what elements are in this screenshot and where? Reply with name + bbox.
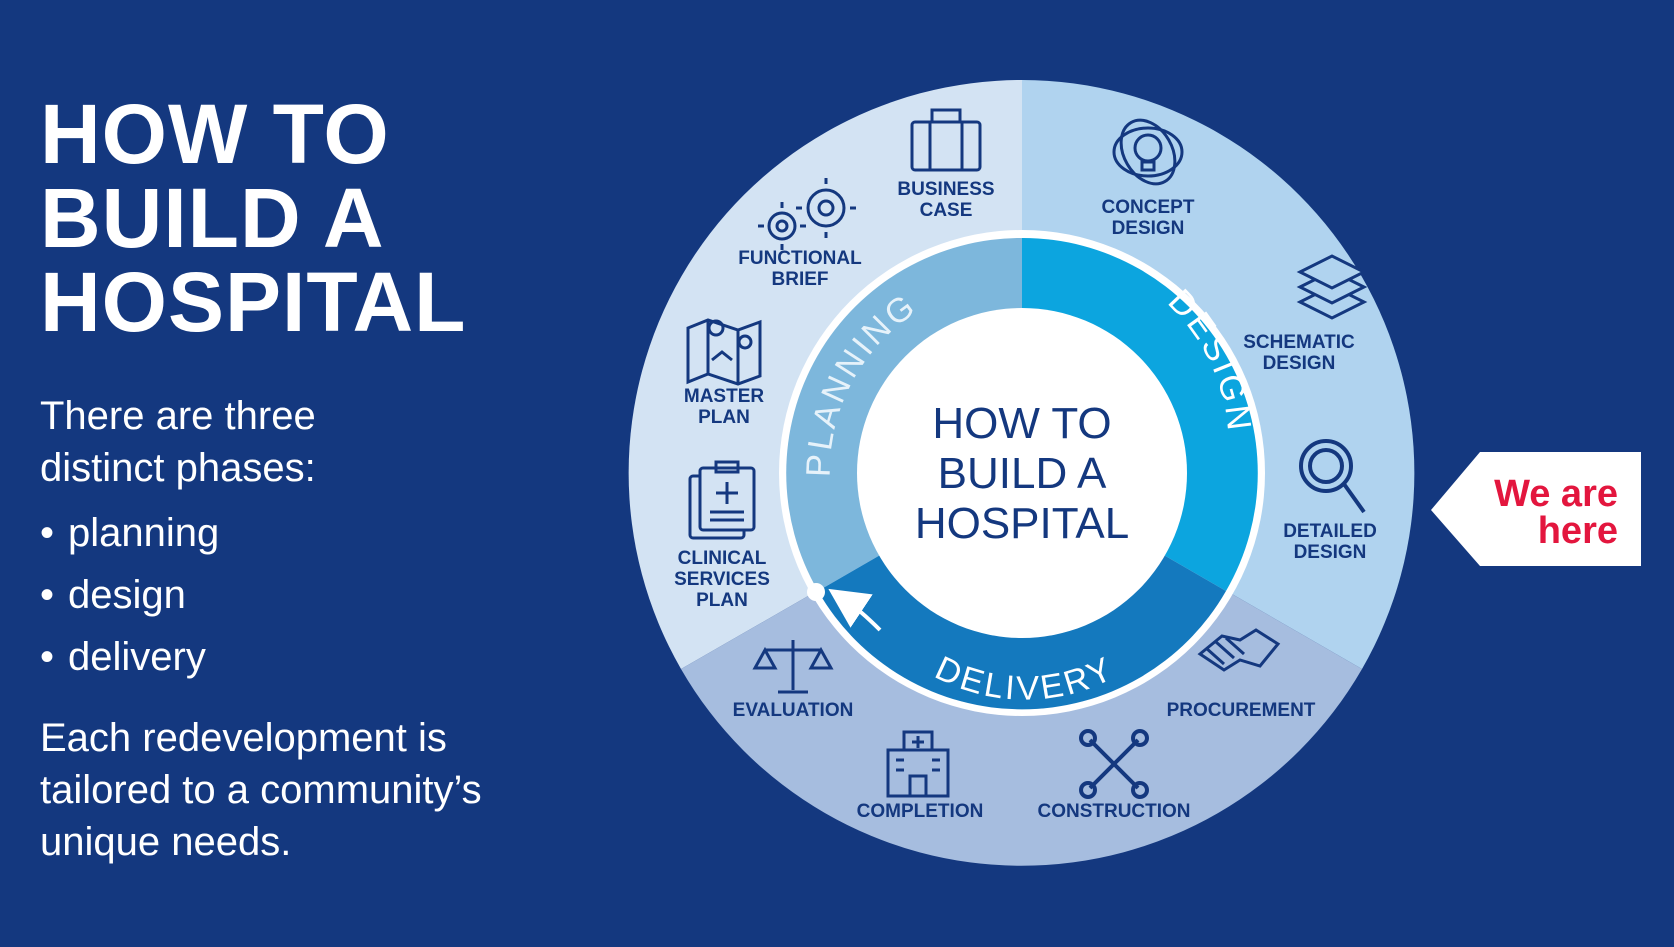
page-heading: HOW TO BUILD A HOSPITAL xyxy=(40,92,466,344)
cycle-start-dot xyxy=(807,583,825,601)
magnifier-icon xyxy=(1299,439,1366,514)
step-construction: CONSTRUCTION xyxy=(1037,801,1190,822)
we-are-here-marker: We are here xyxy=(1431,452,1641,566)
step-label-line: DESIGN xyxy=(1263,353,1336,374)
bullet-dot: • xyxy=(40,573,55,617)
hospital-icon xyxy=(886,730,950,798)
step-label-line: SERVICES xyxy=(674,569,770,590)
step-label-line: DETAILED xyxy=(1283,521,1377,542)
step-clinical-services-plan: CLINICAL SERVICES PLAN xyxy=(674,548,770,611)
intro-line: distinct phases: xyxy=(40,446,316,490)
scales-icon xyxy=(752,640,834,694)
tools-icon xyxy=(1079,729,1149,799)
step-label-line: PLAN xyxy=(698,407,750,428)
bullet-item-planning: • planning xyxy=(40,502,219,564)
intro-text: There are three distinct phases: xyxy=(40,390,316,494)
step-label-line: BRIEF xyxy=(772,269,829,290)
marker-line: We are xyxy=(1494,473,1618,515)
layers-icon xyxy=(1296,254,1368,320)
intro-line: There are three xyxy=(40,394,316,438)
step-procurement: PROCUREMENT xyxy=(1167,700,1316,721)
step-concept-design: CONCEPT DESIGN xyxy=(1102,197,1195,239)
step-label-line: DESIGN xyxy=(1112,218,1185,239)
step-functional-brief: FUNCTIONAL BRIEF xyxy=(738,248,862,290)
heading-line: HOSPITAL xyxy=(40,255,467,349)
step-label-line: FUNCTIONAL xyxy=(738,248,862,269)
bullet-dot: • xyxy=(40,635,55,679)
step-label-line: PROCUREMENT xyxy=(1167,700,1316,721)
step-schematic-design: SCHEMATIC DESIGN xyxy=(1243,332,1355,374)
step-label-line: CASE xyxy=(920,200,973,221)
center-circle xyxy=(857,308,1187,638)
center-label-line: BUILD A xyxy=(938,449,1107,498)
bullet-text: planning xyxy=(68,511,220,555)
step-label-line: CONCEPT xyxy=(1102,197,1195,218)
briefcase-icon xyxy=(910,108,982,172)
step-detailed-design: DETAILED DESIGN xyxy=(1283,521,1377,563)
step-label-line: PLAN xyxy=(696,590,748,611)
step-label-line: MASTER xyxy=(684,386,765,407)
step-label-line: DESIGN xyxy=(1294,542,1367,563)
lightbulb-icon xyxy=(1112,118,1184,186)
clipboard-icon xyxy=(688,460,756,540)
gears-icon xyxy=(758,178,856,250)
heading-line: HOW TO xyxy=(40,87,390,181)
outro-text: Each redevelopment is tailored to a comm… xyxy=(40,712,482,868)
center-label-line: HOSPITAL xyxy=(915,499,1129,548)
bullet-dot: • xyxy=(40,511,55,555)
handshake-icon xyxy=(1197,628,1281,672)
step-label-line: SCHEMATIC xyxy=(1243,332,1355,353)
cycle-arrow xyxy=(828,588,882,632)
heading-line: BUILD A xyxy=(40,171,385,265)
step-master-plan: MASTER PLAN xyxy=(684,386,765,428)
bullet-text: design xyxy=(68,573,186,617)
marker-flag-shape xyxy=(1431,452,1641,566)
step-label-line: CONSTRUCTION xyxy=(1037,801,1190,822)
step-label-line: EVALUATION xyxy=(733,700,854,721)
marker-line: here xyxy=(1538,510,1618,552)
outro-line: unique needs. xyxy=(40,820,292,864)
bullet-text: delivery xyxy=(68,635,206,679)
step-business-case: BUSINESS CASE xyxy=(897,179,994,221)
phase-bullet-list: • planning • design • delivery xyxy=(40,502,219,688)
step-label-line: COMPLETION xyxy=(857,801,984,822)
step-evaluation: EVALUATION xyxy=(733,700,854,721)
outro-line: tailored to a community’s xyxy=(40,768,482,812)
bullet-item-design: • design xyxy=(40,564,219,626)
step-completion: COMPLETION xyxy=(857,801,984,822)
outro-line: Each redevelopment is xyxy=(40,716,447,760)
bullet-item-delivery: • delivery xyxy=(40,626,219,688)
step-label-line: BUSINESS xyxy=(897,179,994,200)
step-label-line: CLINICAL xyxy=(678,548,767,569)
center-label-line: HOW TO xyxy=(932,399,1111,448)
map-icon xyxy=(686,318,762,386)
